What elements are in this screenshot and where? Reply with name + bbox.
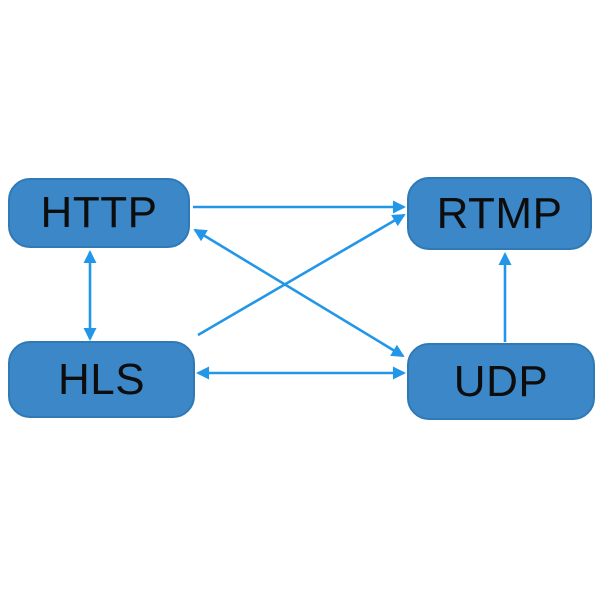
node-http: HTTP xyxy=(8,178,190,248)
node-udp: UDP xyxy=(407,343,595,420)
node-hls-label: HLS xyxy=(57,354,146,404)
node-hls: HLS xyxy=(8,341,195,418)
node-http-label: HTTP xyxy=(40,188,158,237)
node-udp-label: UDP xyxy=(453,356,549,406)
node-rtmp: RTMP xyxy=(407,177,592,250)
edge-hls-to-rtmp xyxy=(197,213,406,337)
node-rtmp-label: RTMP xyxy=(436,188,563,238)
edge-http-udp xyxy=(193,228,405,358)
